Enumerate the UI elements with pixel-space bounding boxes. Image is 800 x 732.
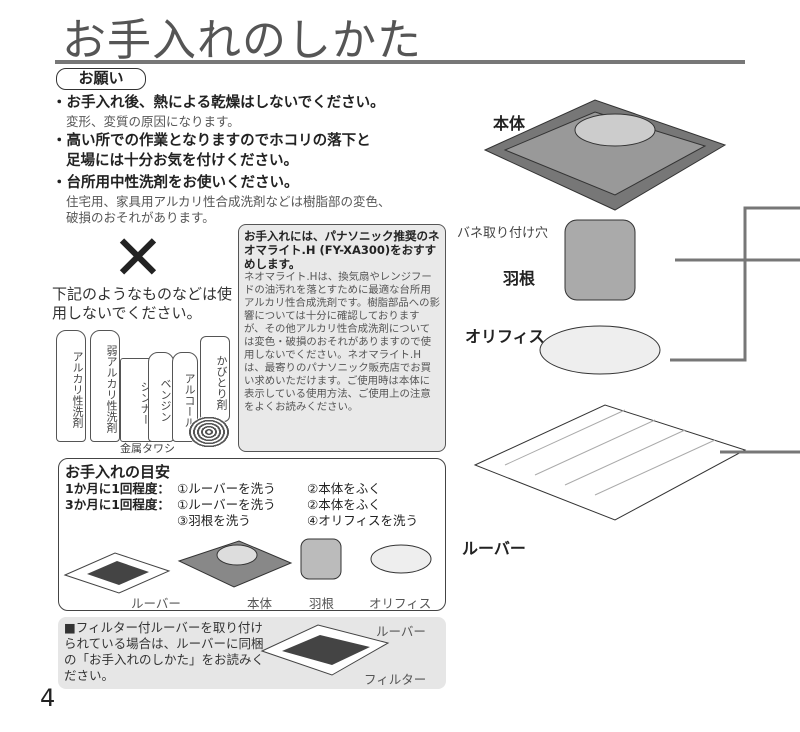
exploded-diagram <box>473 99 800 521</box>
label-fan: 羽根 <box>503 269 536 288</box>
filter-label-louver: ルーバー <box>376 624 426 639</box>
cleaning-schedule: お手入れの目安 1か月に1回程度： ①ルーバーを洗う ②本体をふく 3か月に1回… <box>58 458 446 611</box>
bottle-mold-remover: かびとり剤 <box>200 336 230 422</box>
bottle-benzine: ベンジン <box>148 352 174 442</box>
label-spring-hole: バネ取り付け穴 <box>457 226 549 241</box>
label-body: 本体 <box>493 114 526 133</box>
page-title: お手入れのしかた <box>62 15 422 66</box>
caution-2: ・高い所での作業となりますのでホコリの落下と <box>52 133 371 149</box>
quarterly-4: ④オリフィスを洗う <box>307 513 418 528</box>
quarterly-3: ③羽根を洗う <box>177 513 251 528</box>
monthly-2: ②本体をふく <box>307 481 381 496</box>
parts-illustration <box>63 538 432 594</box>
caution-1: ・お手入れ後、熱による乾燥はしないでください。 <box>52 95 385 111</box>
monthly-label: 1か月に1回程度： <box>65 481 170 496</box>
caution-3-sub: 住宅用、家具用アルカリ性合成洗剤などは樹脂部の変色、 <box>66 194 391 209</box>
filter-louver-illustration <box>260 624 390 676</box>
caution-1-sub: 変形、変質の原因になります。 <box>66 114 240 129</box>
page-number: 4 <box>40 684 56 712</box>
title-rule <box>55 60 745 64</box>
quarterly-label: 3か月に1回程度： <box>65 497 170 512</box>
caution-3: ・台所用中性洗剤をお使いください。 <box>52 175 299 191</box>
bottle-weak-alkaline: 弱アルカリ性洗剤 <box>90 330 120 442</box>
neomalight-note: お手入れには、パナソニック推奨のネオマライト.H (FY-XA300)をおすすめ… <box>238 224 446 452</box>
prohibited-x-icon: ✕ <box>112 221 164 294</box>
prohibited-text: 下記のようなものなどは使用しないでください。 <box>52 285 233 322</box>
caution-3-sub2: 破損のおそれがあります。 <box>66 210 215 225</box>
filter-label-filter: フィルター <box>364 672 427 687</box>
bottle-alkaline: アルカリ性洗剤 <box>56 330 86 442</box>
part-orifice: オリフィス <box>369 596 432 611</box>
part-louver: ルーバー <box>131 596 181 611</box>
quarterly-1: ①ルーバーを洗う <box>177 497 276 512</box>
part-fan: 羽根 <box>309 596 335 611</box>
request-badge: お願い <box>56 68 146 90</box>
neo-body: ネオマライト.Hは、換気扇やレンジフードの油汚れを落とすために最適な台所用アルカ… <box>244 271 440 413</box>
metal-scrubber-label: 金属タワシ <box>120 442 175 455</box>
bottle-alcohol: アルコール <box>172 352 198 442</box>
label-orifice: オリフィス <box>465 327 545 346</box>
metal-scrubber-icon <box>188 416 230 448</box>
label-louver: ルーバー <box>462 539 526 558</box>
neo-heading: お手入れには、パナソニック推奨のネオマライト.H (FY-XA300)をおすすめ… <box>244 229 440 271</box>
filter-note: ■フィルター付ルーバーを取り付けられている場合は、ルーバーに同梱の「お手入れのし… <box>58 617 446 689</box>
quarterly-2: ②本体をふく <box>307 497 381 512</box>
schedule-heading: お手入れの目安 <box>65 463 171 481</box>
filter-note-text: ■フィルター付ルーバーを取り付けられている場合は、ルーバーに同梱の「お手入れのし… <box>64 620 265 683</box>
caution-2-line2: 足場には十分お気を付けください。 <box>66 153 298 169</box>
monthly-1: ①ルーバーを洗う <box>177 481 276 496</box>
part-body: 本体 <box>247 596 273 611</box>
